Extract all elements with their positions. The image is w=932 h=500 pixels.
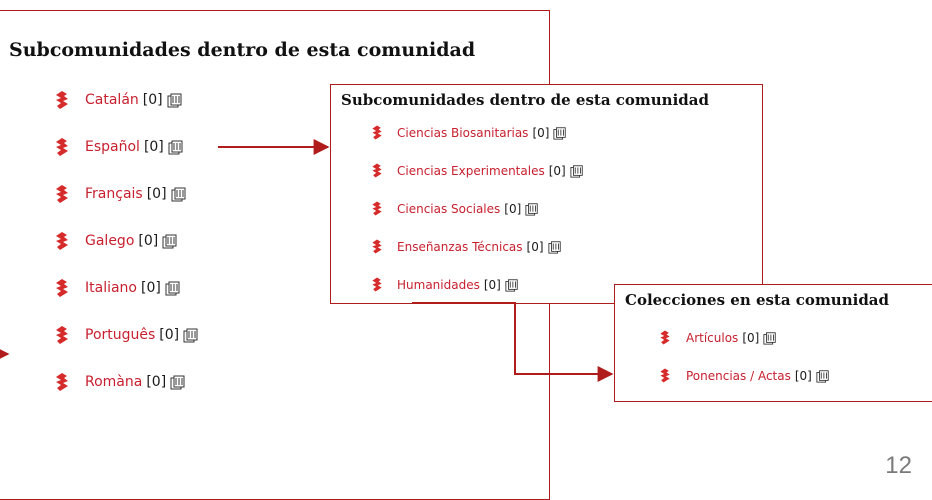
stack-icon[interactable] <box>167 92 183 108</box>
collection-link-ponencias-actas[interactable]: Ponencias / Actas <box>686 368 791 383</box>
item-count: [0] <box>504 201 522 216</box>
stack-icon[interactable] <box>183 327 199 343</box>
community-icon <box>53 183 71 205</box>
item-count: [0] <box>159 327 180 343</box>
community-link-humanidades[interactable]: Humanidades <box>397 277 480 292</box>
list-item[interactable]: Ciencias Biosanitarias [0] <box>370 124 567 141</box>
list-item[interactable]: Romàna [0] <box>53 371 186 393</box>
community-icon <box>53 277 71 299</box>
list-item[interactable]: Français [0] <box>53 183 187 205</box>
main-panel-title: Subcomunidades dentro de esta comunidad <box>9 39 476 61</box>
community-icon <box>658 329 672 346</box>
community-link-ciencias-experimentales[interactable]: Ciencias Experimentales <box>397 163 545 178</box>
community-icon <box>53 371 71 393</box>
list-item[interactable]: Enseñanzas Técnicas [0] <box>370 238 562 255</box>
community-icon <box>53 324 71 346</box>
community-link-ciencias-sociales[interactable]: Ciencias Sociales <box>397 201 501 216</box>
community-link-romana[interactable]: Romàna <box>85 374 143 390</box>
community-link-catalan[interactable]: Catalán <box>85 92 139 108</box>
list-item[interactable]: Ciencias Sociales [0] <box>370 200 539 217</box>
stack-icon[interactable] <box>165 280 181 296</box>
community-link-ensenanzas-tecnicas[interactable]: Enseñanzas Técnicas <box>397 239 523 254</box>
item-count: [0] <box>794 368 812 383</box>
item-count: [0] <box>143 139 164 155</box>
list-item[interactable]: Ponencias / Actas [0] <box>658 367 830 384</box>
community-icon <box>370 162 384 179</box>
stack-icon[interactable] <box>168 139 184 155</box>
stack-icon[interactable] <box>553 126 567 140</box>
stack-icon[interactable] <box>525 202 539 216</box>
stack-icon[interactable] <box>170 374 186 390</box>
stack-icon[interactable] <box>816 369 830 383</box>
sub-subcommunities-panel: Subcomunidades dentro de esta comunidad <box>330 84 763 304</box>
item-count: [0] <box>532 125 550 140</box>
list-item[interactable]: Italiano [0] <box>53 277 181 299</box>
community-icon <box>370 124 384 141</box>
list-item[interactable]: Español [0] <box>53 136 184 158</box>
item-count: [0] <box>138 233 159 249</box>
list-item[interactable]: Galego [0] <box>53 230 178 252</box>
stack-icon[interactable] <box>570 164 584 178</box>
item-count: [0] <box>141 280 161 296</box>
slide-number: 12 <box>885 452 912 479</box>
community-icon <box>658 367 672 384</box>
list-item[interactable]: Português [0] <box>53 324 199 346</box>
community-icon <box>53 136 71 158</box>
stack-icon[interactable] <box>547 240 562 254</box>
community-link-ciencias-biosanitarias[interactable]: Ciencias Biosanitarias <box>397 125 529 140</box>
list-item[interactable]: Catalán [0] <box>53 89 183 111</box>
community-icon <box>370 276 384 293</box>
list-item[interactable]: Humanidades [0] <box>370 276 519 293</box>
collection-link-articulos[interactable]: Artículos <box>686 330 739 345</box>
community-link-galego[interactable]: Galego <box>85 233 135 249</box>
community-icon <box>53 89 71 111</box>
list-item[interactable]: Ciencias Experimentales [0] <box>370 162 584 179</box>
item-count: [0] <box>742 330 760 345</box>
stack-icon[interactable] <box>763 331 777 345</box>
community-icon <box>53 230 71 252</box>
community-link-italiano[interactable]: Italiano <box>85 280 137 296</box>
community-link-portugues[interactable]: Português <box>85 327 156 343</box>
item-count: [0] <box>483 277 501 292</box>
stack-icon[interactable] <box>505 278 519 292</box>
item-count: [0] <box>548 163 566 178</box>
collections-panel-title: Colecciones en esta comunidad <box>625 291 890 309</box>
item-count: [0] <box>146 186 167 202</box>
community-icon <box>370 200 384 217</box>
item-count: [0] <box>146 374 167 390</box>
item-count: [0] <box>526 239 544 254</box>
stack-icon[interactable] <box>171 186 187 202</box>
community-link-francais[interactable]: Français <box>85 186 143 202</box>
sub-panel-title: Subcomunidades dentro de esta comunidad <box>341 91 709 109</box>
stack-icon[interactable] <box>162 233 178 249</box>
community-link-espanol[interactable]: Español <box>85 139 140 155</box>
list-item[interactable]: Artículos [0] <box>658 329 777 346</box>
community-icon <box>370 238 384 255</box>
item-count: [0] <box>142 92 163 108</box>
